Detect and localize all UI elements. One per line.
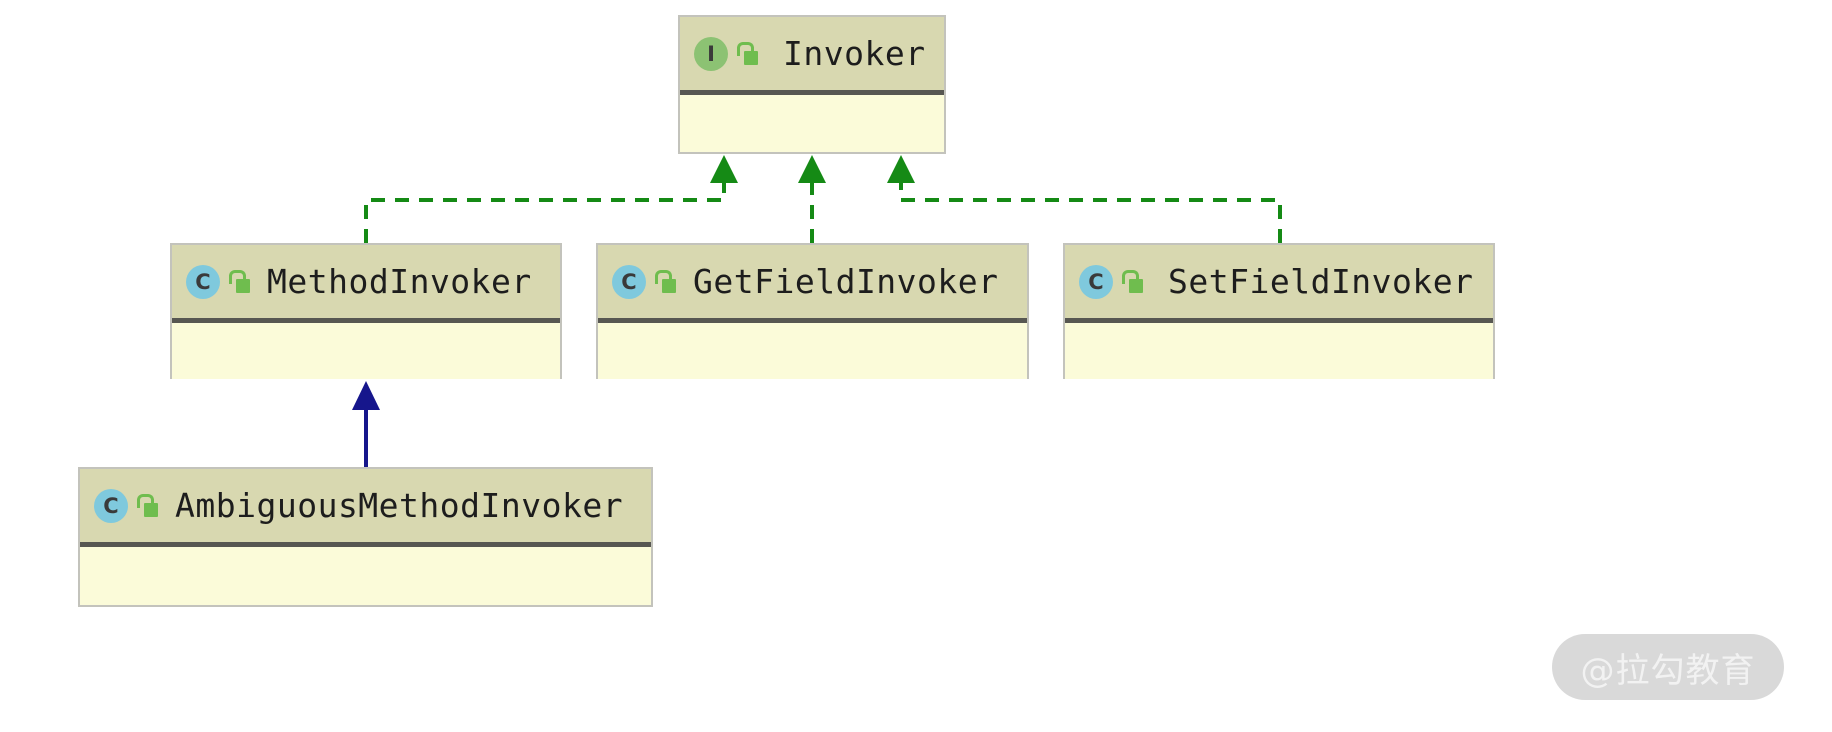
uml-node-title: MethodInvoker	[267, 262, 532, 301]
uml-node-ambiguous-method-invoker[interactable]: C AmbiguousMethodInvoker	[78, 467, 653, 607]
uml-node-members	[80, 547, 651, 603]
class-badge-icon: C	[186, 264, 220, 299]
edge-ambiguous-extends-method-invoker	[352, 381, 380, 467]
uml-node-title: Invoker	[783, 34, 926, 73]
unlocked-padlock-icon	[1122, 269, 1143, 294]
class-badge-icon: C	[1079, 264, 1113, 299]
unlocked-padlock-icon	[137, 493, 158, 518]
uml-node-title: AmbiguousMethodInvoker	[175, 486, 624, 525]
edge-method-invoker-realizes-invoker	[364, 155, 738, 243]
uml-node-title: SetFieldInvoker	[1168, 262, 1474, 301]
uml-node-method-invoker[interactable]: C MethodInvoker	[170, 243, 562, 379]
class-badge-icon: C	[94, 488, 128, 523]
edge-get-field-invoker-realizes-invoker	[798, 155, 826, 243]
uml-node-header: I Invoker	[680, 17, 944, 95]
uml-node-members	[598, 323, 1027, 379]
class-badge-icon: C	[612, 264, 646, 299]
watermark-text: @拉勾教育	[1580, 650, 1756, 691]
uml-node-members	[680, 95, 944, 151]
unlocked-padlock-icon	[737, 41, 758, 66]
uml-node-get-field-invoker[interactable]: C GetFieldInvoker	[596, 243, 1029, 379]
uml-node-invoker[interactable]: I Invoker	[678, 15, 946, 154]
uml-node-header: C AmbiguousMethodInvoker	[80, 469, 651, 547]
uml-node-header: C SetFieldInvoker	[1065, 245, 1493, 323]
uml-node-header: C MethodInvoker	[172, 245, 560, 323]
uml-node-header: C GetFieldInvoker	[598, 245, 1027, 323]
edge-set-field-invoker-realizes-invoker	[887, 155, 1282, 243]
interface-badge-icon: I	[694, 36, 728, 71]
uml-node-members	[1065, 323, 1493, 379]
unlocked-padlock-icon	[655, 269, 676, 294]
uml-node-title: GetFieldInvoker	[693, 262, 999, 301]
uml-node-members	[172, 323, 560, 379]
unlocked-padlock-icon	[229, 269, 250, 294]
watermark-badge: @拉勾教育	[1552, 634, 1784, 700]
uml-node-set-field-invoker[interactable]: C SetFieldInvoker	[1063, 243, 1495, 379]
